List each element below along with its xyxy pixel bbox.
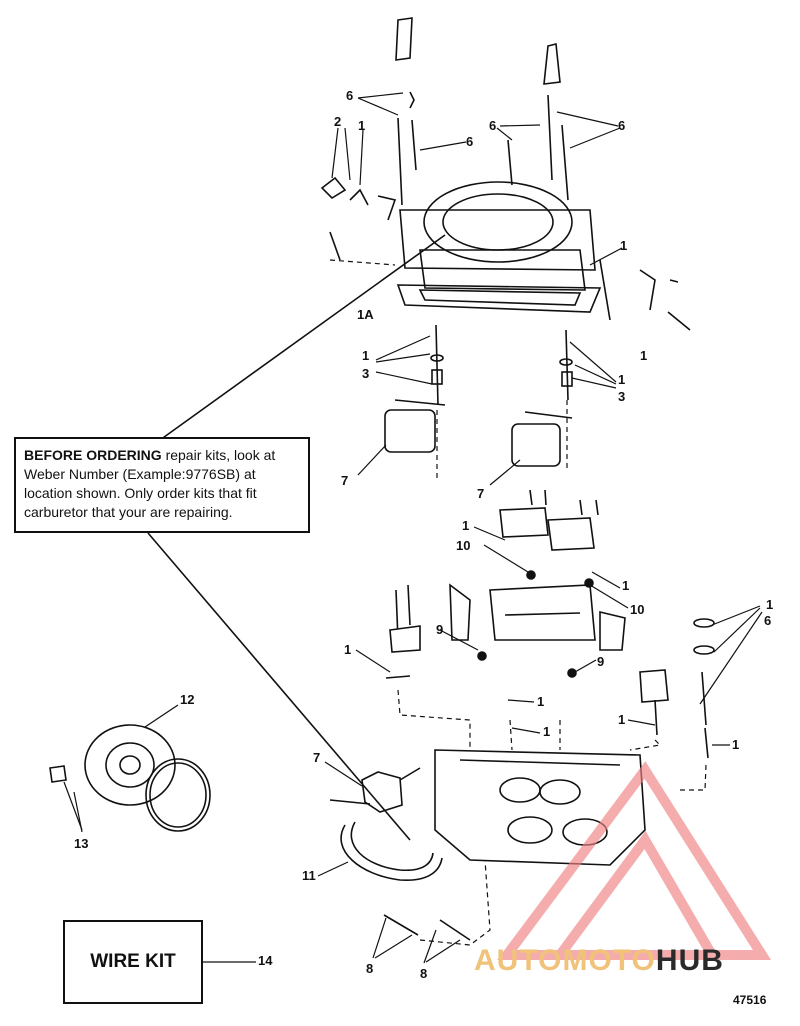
- label-5: 7: [341, 473, 349, 488]
- label-11: 11: [302, 868, 316, 883]
- label-3: 3: [362, 366, 370, 381]
- label-1: 1: [543, 724, 551, 739]
- label-4: 6: [489, 118, 497, 133]
- label-1: 1: [620, 238, 628, 253]
- label-1: 1: [618, 712, 626, 727]
- callout-bold-text: BEFORE ORDERING: [24, 447, 162, 463]
- label-8: 8: [420, 966, 428, 981]
- label-1: 1: [358, 118, 366, 133]
- label-6: 6: [764, 613, 772, 628]
- wire-kit-box: WIRE KIT: [63, 920, 203, 1004]
- label-1: 1: [618, 372, 626, 387]
- label-8: 8: [366, 961, 374, 976]
- label-1: 1: [344, 642, 352, 657]
- label-12: 12: [180, 692, 195, 707]
- label-10: 10: [630, 602, 645, 617]
- watermark-part-b: HUB: [655, 944, 724, 977]
- label-3: 3: [618, 389, 626, 404]
- watermark-logo: [497, 761, 772, 960]
- wire-kit-label: WIRE KIT: [90, 951, 176, 972]
- watermark-part-a: AUTOMOTO: [474, 944, 656, 977]
- label-1: 1: [732, 737, 740, 752]
- label-13: 13: [74, 836, 89, 851]
- figure-number: 47516: [733, 993, 767, 1007]
- label-1: 1: [537, 694, 545, 709]
- label-1: 1: [640, 348, 648, 363]
- label-9: 9: [436, 622, 444, 637]
- label-7: 7: [313, 750, 321, 765]
- label-1: 1: [622, 578, 630, 593]
- label-4: 6: [466, 134, 474, 149]
- label-2: 2: [334, 114, 342, 129]
- ordering-note-callout: BEFORE ORDERING repair kits, look at Web…: [14, 437, 310, 533]
- label-4: 6: [618, 118, 626, 133]
- label-1: 1: [462, 518, 470, 533]
- label-1: 1: [362, 348, 370, 363]
- label-4: 6: [346, 88, 354, 103]
- label-14: 14: [258, 953, 273, 968]
- label-10: 10: [456, 538, 471, 553]
- label-1a: 1A: [357, 307, 374, 322]
- watermark-text: AUTOMOTOHUB: [474, 944, 724, 978]
- label-5: 7: [477, 486, 485, 501]
- label-1: 1: [766, 597, 774, 612]
- callout-text: repair kits, look at Weber Number (Examp…: [24, 447, 276, 520]
- label-9: 9: [597, 654, 605, 669]
